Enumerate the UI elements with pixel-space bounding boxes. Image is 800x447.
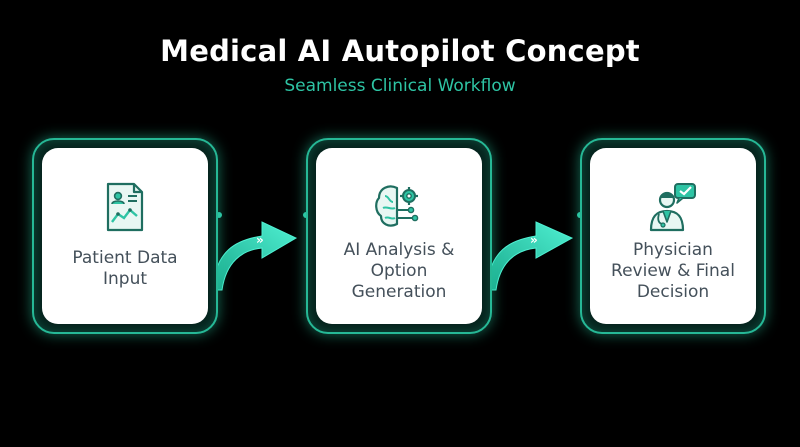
patient-record-icon <box>106 182 144 232</box>
step-label-line2: Input <box>102 269 148 289</box>
step-card-inner: Patient Data Input <box>42 148 208 324</box>
chevrons-icon: » <box>256 233 264 247</box>
page-title: Medical AI Autopilot Concept <box>160 34 640 68</box>
step-label-line2: Review & Final <box>611 261 735 281</box>
physician-icon <box>649 183 696 232</box>
step-label-line2: Option <box>370 261 428 281</box>
step-card-ai-analysis: AI Analysis & Option Generation <box>306 138 492 334</box>
step-card-inner: AI Analysis & Option Generation <box>316 148 482 324</box>
step-label-line1: Patient Data <box>72 248 178 268</box>
ai-brain-gear-icon <box>375 185 419 227</box>
arrow-step1-to-step2: » <box>211 212 309 291</box>
page-subtitle: Seamless Clinical Workflow <box>284 76 516 96</box>
step-label-line1: Physician <box>633 240 713 260</box>
step-card-inner: Physician Review & Final Decision <box>590 148 756 324</box>
step-label-line3: Generation <box>351 282 447 302</box>
step-label-line1: AI Analysis & <box>343 240 455 260</box>
arrow-step2-to-step3: » <box>485 212 583 291</box>
step-label-line3: Decision <box>636 282 710 302</box>
step-card-patient-data: Patient Data Input <box>32 138 218 334</box>
step-card-physician-review: Physician Review & Final Decision <box>580 138 766 334</box>
chevrons-icon: » <box>530 233 538 247</box>
